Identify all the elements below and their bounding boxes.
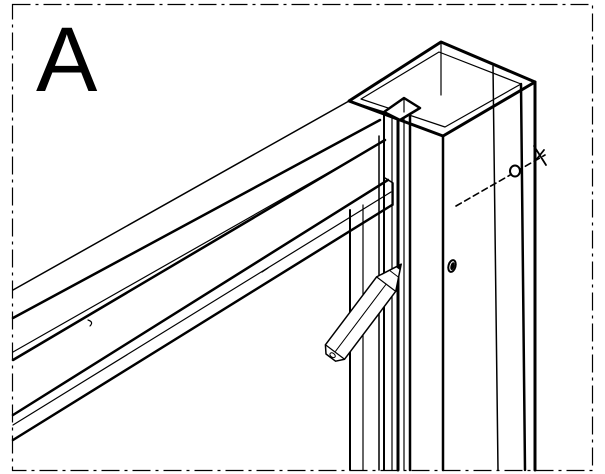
upright-post — [347, 40, 537, 472]
pencil-icon — [324, 263, 402, 362]
drill-mark-icon — [455, 145, 547, 207]
dashed-frame — [11, 3, 594, 472]
rail-mark — [87, 319, 93, 327]
top-rail — [11, 100, 387, 362]
rail-mark — [261, 267, 269, 273]
step-label: A — [36, 9, 98, 111]
lower-rail — [11, 177, 394, 442]
screw-hole-inner — [450, 262, 455, 271]
